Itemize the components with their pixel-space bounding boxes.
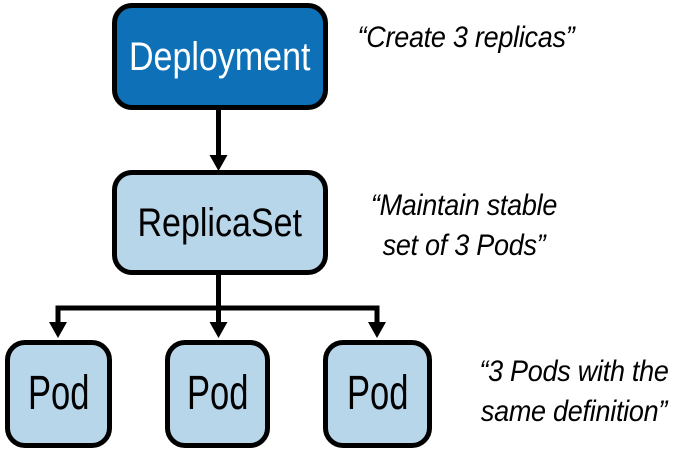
annotation-deployment-note-line-1: “Create 3 replicas” xyxy=(357,21,575,54)
annotation-replicaset-note-line-2: set of 3 Pods” xyxy=(382,229,546,262)
annotation-pods-note-line-1: “3 Pods with the xyxy=(479,355,669,388)
arrow-to-pod-3 xyxy=(368,322,386,338)
arrow-to-pod-1 xyxy=(49,322,67,338)
node-pod-1-label: Pod xyxy=(27,367,90,420)
node-deployment: Deployment xyxy=(112,3,328,110)
node-pod-1: Pod xyxy=(5,340,112,448)
annotation-pods-note-line-2: same definition” xyxy=(480,395,668,428)
annotation-replicaset-note: “Maintain stable set of 3 Pods” xyxy=(370,186,558,266)
node-pod-2: Pod xyxy=(165,340,270,448)
annotation-replicaset-note-line-1: “Maintain stable xyxy=(370,189,558,222)
node-pod-3-label: Pod xyxy=(346,367,409,420)
arrow-deployment-to-replicaset xyxy=(209,108,228,171)
arrow-to-pod-2 xyxy=(209,322,228,338)
node-pod-3: Pod xyxy=(323,340,432,448)
annotation-pods-note: “3 Pods with the same definition” xyxy=(479,352,669,432)
node-replicaset-label: ReplicaSet xyxy=(137,200,303,245)
node-replicaset: ReplicaSet xyxy=(112,170,328,275)
node-pod-2-label: Pod xyxy=(186,367,249,420)
connector-replicaset-to-pods xyxy=(49,272,386,338)
node-deployment-label: Deployment xyxy=(129,34,311,79)
annotation-deployment-note: “Create 3 replicas” xyxy=(358,18,575,58)
